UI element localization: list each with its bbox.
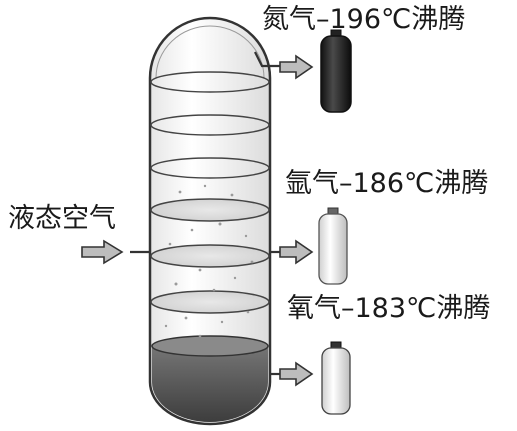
argon-label: 氩气–186℃沸腾 — [285, 168, 489, 199]
tray-2 — [150, 114, 270, 136]
input-label: 液态空气 — [8, 203, 116, 234]
tray-1 — [150, 71, 270, 93]
input-arrow — [81, 239, 124, 265]
distillation-trays — [150, 71, 270, 314]
nitrogen-arrow — [279, 54, 314, 80]
oxygen-bottle — [321, 341, 351, 415]
tray-6 — [150, 290, 270, 314]
tray-3 — [150, 157, 270, 179]
liquid-oxygen-pool — [151, 335, 269, 422]
oxygen-label: 氧气–183℃沸腾 — [287, 293, 491, 324]
outlet-pipes — [130, 51, 280, 376]
argon-bottle — [318, 207, 348, 285]
tray-4 — [150, 198, 270, 222]
arrows — [81, 54, 314, 387]
argon-arrow — [279, 239, 314, 265]
nitrogen-label: 氮气–196℃沸腾 — [262, 4, 466, 35]
tray-5 — [150, 244, 270, 268]
vapour-speckles — [164, 184, 254, 338]
oxygen-arrow — [279, 361, 314, 387]
nitrogen-bottle — [320, 29, 352, 113]
